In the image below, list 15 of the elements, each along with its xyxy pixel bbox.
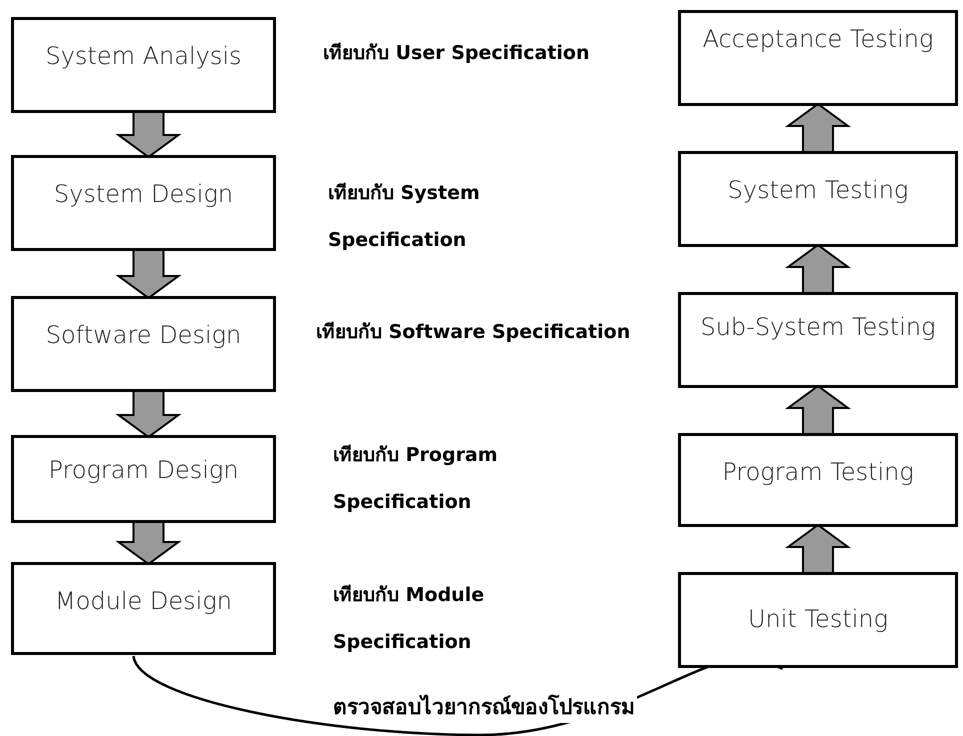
comparison-note: เทียบกับ System Specification xyxy=(328,181,481,253)
process-box: System Analysis xyxy=(11,17,276,113)
process-box: Module Design xyxy=(11,562,276,655)
comparison-note: เทียบกับ Software Specification xyxy=(316,320,632,345)
process-box: Program Design xyxy=(11,435,276,523)
comparison-note: เทียบกับ Program Specification xyxy=(333,443,499,515)
process-box: System Testing xyxy=(678,151,958,247)
comparison-note: เทียบกับ Module Specification xyxy=(333,583,486,655)
process-box: Software Design xyxy=(11,296,276,392)
process-box: Unit Testing xyxy=(678,572,958,668)
process-box: Program Testing xyxy=(678,433,958,527)
process-box: Acceptance Testing xyxy=(678,10,958,106)
comparison-note: เทียบกับ User Specification xyxy=(323,41,591,66)
process-box: Sub-System Testing xyxy=(678,292,958,388)
process-box: System Design xyxy=(11,155,276,251)
